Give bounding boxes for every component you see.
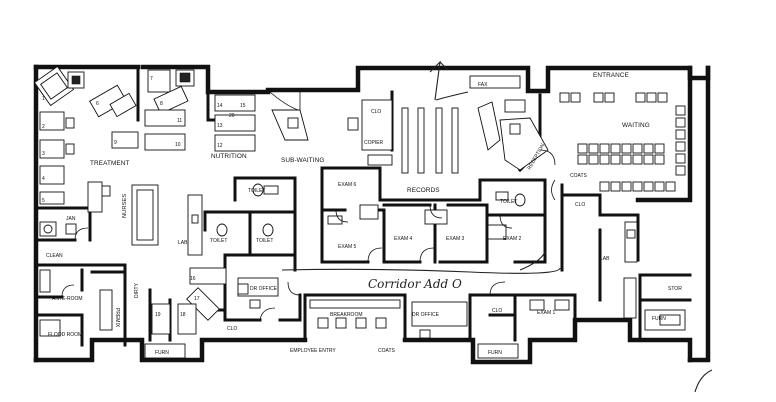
label-exam6: EXAM 6 bbox=[338, 182, 357, 188]
label-exam3: EXAM 3 bbox=[446, 236, 465, 242]
label-toilet-a: TOILET bbox=[210, 238, 227, 244]
label-exam5: EXAM 5 bbox=[338, 244, 357, 250]
label-clean: CLEAN bbox=[46, 253, 63, 259]
label-premix: PREMIX bbox=[114, 308, 120, 328]
label-sub-waiting: SUB-WAITING bbox=[281, 157, 324, 164]
label-dr-office-left: DR OFFICE bbox=[250, 286, 278, 292]
chair-number: 13 bbox=[217, 123, 223, 129]
chair-numbers: 1 2 3 4 5 6 7 8 9 10 11 12 13 14 15 16 1… bbox=[42, 76, 246, 318]
chair-number: 11 bbox=[177, 118, 182, 124]
label-coats-right: COATS bbox=[570, 173, 588, 179]
door-swing-icon bbox=[61, 91, 556, 321]
chair-number: 5 bbox=[42, 198, 45, 204]
label-exam2: EXAM 2 bbox=[503, 236, 522, 242]
label-exam1: EXAM 1 bbox=[537, 310, 556, 316]
label-toilet-b: TOILET bbox=[256, 238, 273, 244]
handwritten-note: Corridor Add O bbox=[368, 277, 462, 291]
chair-number: 19 bbox=[155, 312, 161, 318]
chair-number: 8 bbox=[160, 101, 163, 107]
label-treatment: TREATMENT bbox=[90, 160, 129, 167]
label-lab-left: LAB bbox=[178, 240, 188, 246]
chair-number: 18 bbox=[180, 312, 186, 318]
furniture bbox=[33, 65, 686, 359]
label-furn-right: FURN bbox=[652, 316, 666, 322]
label-stor: STOR bbox=[668, 286, 682, 292]
label-waiting: WAITING bbox=[622, 122, 650, 129]
label-entrance: ENTRANCE bbox=[593, 72, 629, 79]
corridor-sketch bbox=[281, 251, 713, 393]
room-labels: TREATMENT NUTRITION SUB-WAITING CLO COPI… bbox=[46, 72, 682, 356]
north-arrow-icon bbox=[429, 60, 469, 101]
chair-number: 20 bbox=[229, 113, 235, 119]
label-records: RECORDS bbox=[407, 187, 440, 194]
label-coats-bottom: COATS bbox=[378, 348, 396, 354]
label-jan: JAN bbox=[66, 216, 76, 222]
label-dr-office-right: DR OFFICE bbox=[412, 312, 440, 318]
chair-number: 1 bbox=[42, 96, 45, 102]
chair-number: 4 bbox=[42, 176, 45, 182]
label-clo-right: CLO bbox=[575, 202, 585, 208]
chair-number: 6 bbox=[96, 101, 99, 107]
label-clo-bottom-right: CLO bbox=[492, 308, 502, 314]
chair-number: 7 bbox=[150, 76, 153, 82]
label-nutrition: NUTRITION bbox=[211, 153, 247, 160]
label-clo-bottom-left: CLO bbox=[227, 326, 237, 332]
label-exam4: EXAM 4 bbox=[394, 236, 413, 242]
chair-number: 10 bbox=[175, 142, 181, 148]
label-nurses: NURSES bbox=[122, 194, 128, 218]
label-toilet-right: TOILET bbox=[500, 199, 517, 205]
label-ante-room: ANTE-ROOM bbox=[52, 296, 83, 302]
chair-number: 17 bbox=[194, 296, 200, 302]
chair-number: 16 bbox=[190, 276, 196, 282]
waiting-chairs bbox=[559, 92, 686, 192]
label-furn-mid: FURN bbox=[488, 350, 502, 356]
label-fax: FAX bbox=[478, 82, 488, 88]
label-lab-right: LAB bbox=[600, 256, 610, 262]
chair-number: 12 bbox=[217, 143, 223, 149]
chair-number: 2 bbox=[42, 124, 45, 130]
label-toilet-center: TOILET bbox=[248, 188, 265, 194]
label-employee-entry: EMPLOYEE ENTRY bbox=[290, 348, 336, 354]
label-breakroom: BREAKROOM bbox=[330, 312, 363, 318]
chair-number: 9 bbox=[114, 140, 117, 146]
label-flood-room: FLOOD ROOM bbox=[48, 332, 82, 338]
chair-number: 15 bbox=[240, 103, 246, 109]
label-furn-left: FURN bbox=[155, 350, 169, 356]
chair-number: 14 bbox=[217, 103, 223, 109]
label-copier: COPIER bbox=[364, 140, 384, 146]
label-clo-top: CLO bbox=[371, 109, 381, 115]
label-dirty: DIRTY bbox=[134, 282, 140, 298]
chair-number: 3 bbox=[42, 151, 45, 157]
